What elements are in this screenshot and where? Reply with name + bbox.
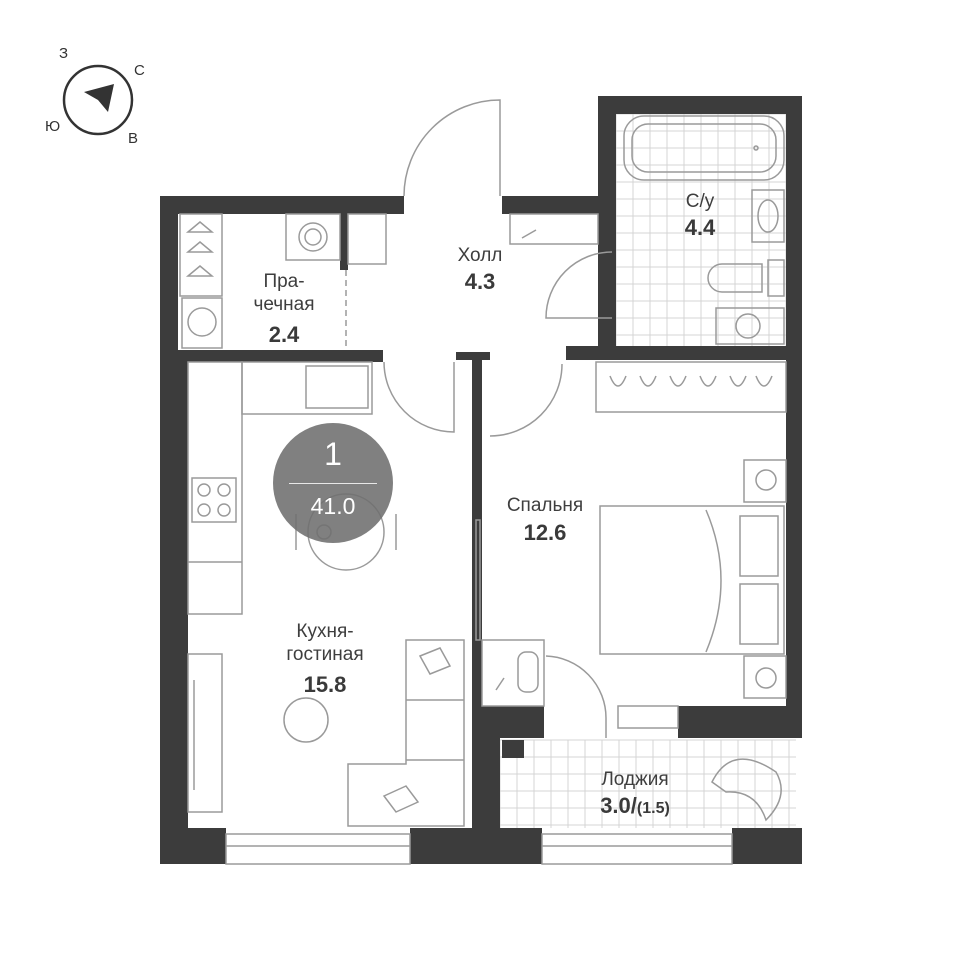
bedroom-area: 12.6 xyxy=(523,520,567,545)
loggia-area-block: 3.0/(1.5) xyxy=(570,793,700,819)
bathroom-area: 4.4 xyxy=(684,215,716,240)
compass-south-label: Ю xyxy=(45,118,61,135)
kitchen-name: Кухня- гостиная xyxy=(286,621,364,665)
bedroom-name: Спальня xyxy=(506,495,584,516)
compass-west-label: З xyxy=(59,45,69,62)
badge-divider xyxy=(289,483,377,484)
laundry-name: Пра- чечная xyxy=(253,271,315,315)
loggia-tiles xyxy=(499,739,796,828)
rooms-count: 1 xyxy=(324,436,342,472)
compass-north-label: С xyxy=(134,62,145,79)
compass-east-label: В xyxy=(128,130,139,147)
hall-area: 4.3 xyxy=(464,269,496,294)
laundry-area: 2.4 xyxy=(268,322,300,347)
bathroom-name: С/у xyxy=(685,191,715,212)
hall-name: Холл xyxy=(457,245,503,266)
loggia-area: 3.0 xyxy=(600,793,631,818)
compass-icon xyxy=(62,64,134,136)
loggia-name: Лоджия xyxy=(601,769,669,790)
walls xyxy=(160,96,802,864)
furniture xyxy=(179,99,787,865)
kitchen-area: 15.8 xyxy=(303,672,347,697)
summary-badge: 1 41.0 xyxy=(273,423,393,543)
loggia-reduced-area: (1.5) xyxy=(636,800,670,817)
loggia-area-separator: / xyxy=(630,793,637,818)
total-area: 41.0 xyxy=(310,493,356,519)
